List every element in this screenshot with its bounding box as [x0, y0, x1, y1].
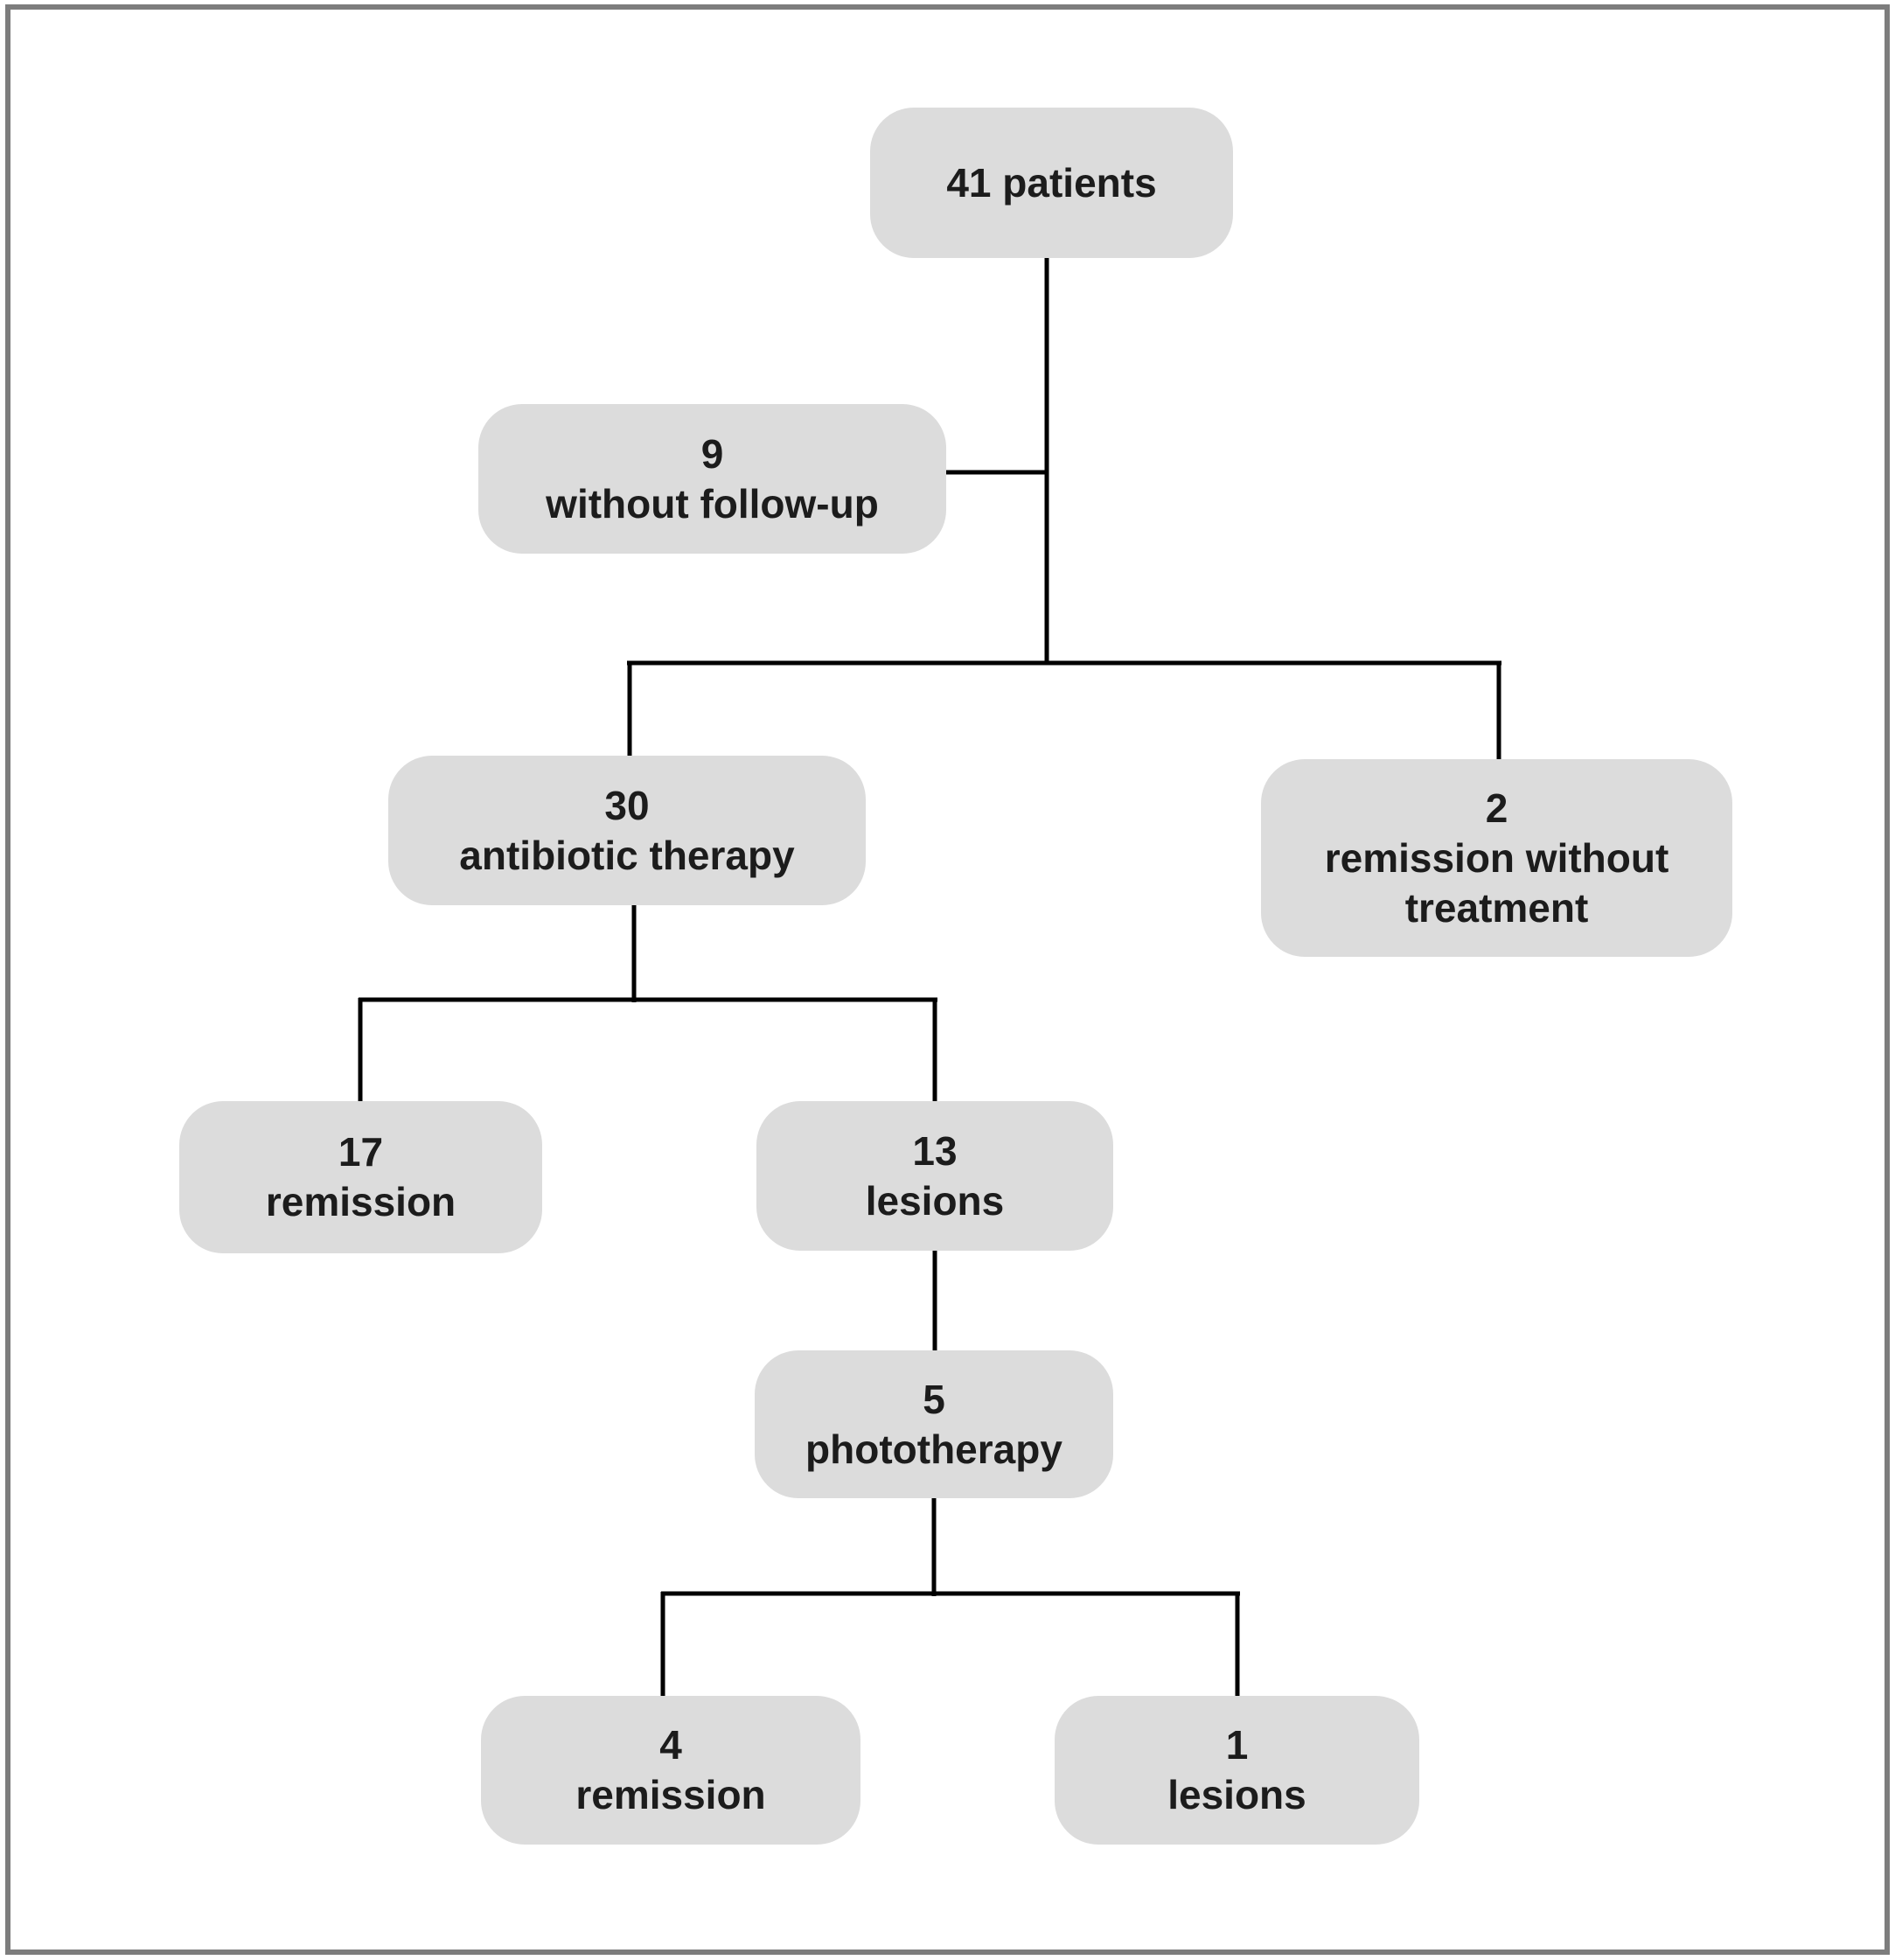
node-remission-after-antibiotics-value: 17 — [338, 1129, 384, 1175]
node-lesions-after-antibiotics-value: 13 — [912, 1127, 958, 1174]
node-antibiotic-therapy-value: 30 — [604, 782, 650, 828]
node-remission-after-phototherapy-value: 4 — [659, 1722, 682, 1768]
node-without-follow-up-value: 9 — [700, 430, 724, 477]
node-antibiotic-therapy-label: antibiotic therapy — [459, 832, 795, 878]
node-phototherapy-label: phototherapy — [805, 1426, 1062, 1472]
node-remission-without-treatment-label: remission without treatment — [1324, 834, 1669, 931]
node-phototherapy-value: 5 — [923, 1376, 945, 1422]
node-without-follow-up-label: without follow-up — [546, 480, 879, 527]
node-patients-total: 41 patients — [870, 108, 1233, 258]
node-lesions-after-antibiotics-label: lesions — [865, 1177, 1005, 1224]
node-remission-after-phototherapy: 4 remission — [481, 1696, 860, 1845]
node-remission-after-antibiotics-label: remission — [265, 1179, 456, 1224]
node-remission-without-treatment-value: 2 — [1485, 785, 1508, 831]
node-patients-total-value: 41 patients — [946, 159, 1157, 206]
node-lesions-after-antibiotics: 13 lesions — [756, 1101, 1113, 1251]
node-lesions-after-phototherapy-value: 1 — [1225, 1722, 1249, 1768]
node-remission-after-antibiotics: 17 remission — [179, 1101, 542, 1253]
node-remission-after-phototherapy-label: remission — [575, 1772, 766, 1817]
node-phototherapy: 5 phototherapy — [755, 1350, 1113, 1498]
node-lesions-after-phototherapy: 1 lesions — [1055, 1696, 1419, 1845]
node-antibiotic-therapy: 30 antibiotic therapy — [388, 756, 866, 905]
node-lesions-after-phototherapy-label: lesions — [1167, 1772, 1306, 1817]
node-without-follow-up: 9 without follow-up — [478, 404, 946, 554]
node-remission-without-treatment: 2 remission without treatment — [1261, 759, 1732, 957]
